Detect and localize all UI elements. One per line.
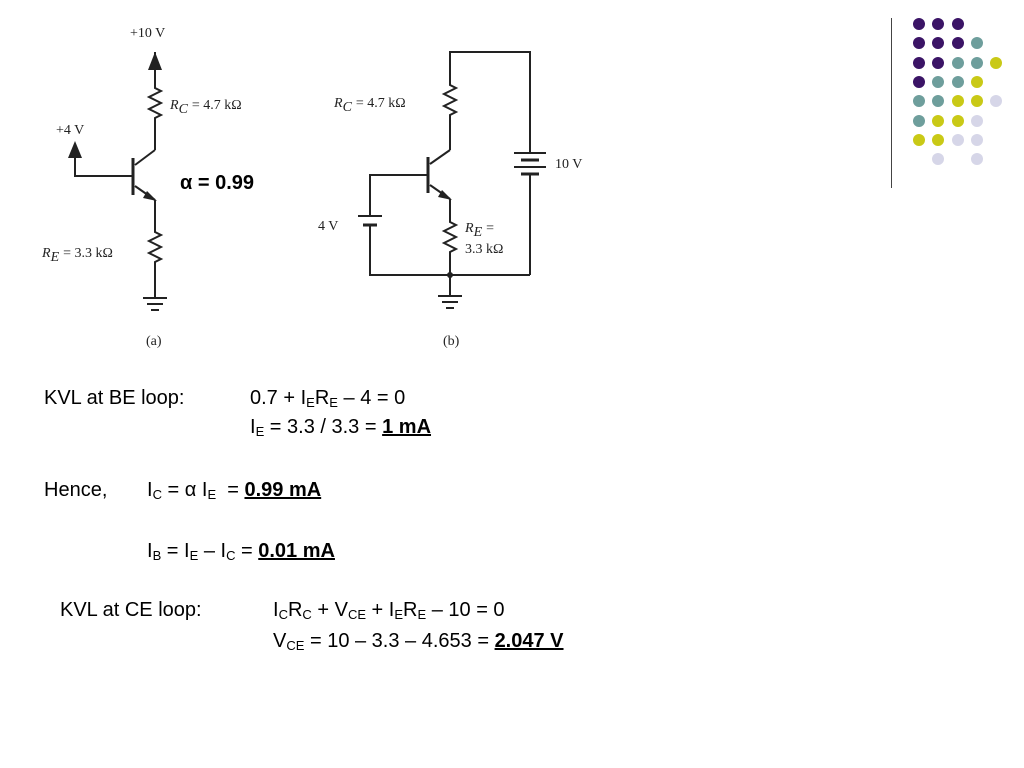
battery-be-label: 4 V <box>318 219 338 234</box>
equation-kvl-be: 0.7 + IERE – 4 = 0 <box>250 387 406 410</box>
decor-dot <box>932 153 945 166</box>
hence-label: Hence, <box>44 479 108 501</box>
result-vce: 2.047 V <box>494 630 564 652</box>
decor-dot <box>970 133 983 146</box>
decor-dot <box>913 95 925 108</box>
decor-dot <box>970 153 983 166</box>
decor-dot <box>951 37 964 50</box>
equation-kvl-ce: ICRC + VCE + IERE – 10 = 0 <box>273 599 505 622</box>
result-ie: 1 mA <box>382 416 432 438</box>
decor-dot <box>970 95 983 108</box>
decor-dot <box>951 75 964 88</box>
re-resistor-a <box>146 200 164 294</box>
decor-dot <box>913 56 925 69</box>
rc-label-b: RC= 4.7 kΩ <box>333 96 406 115</box>
decor-dot <box>932 75 945 88</box>
kvl-ce-label: KVL at CE loop: <box>60 599 202 621</box>
re-label-a: RE= 3.3 kΩ <box>41 246 113 265</box>
battery-ce-label: 10 V <box>555 157 582 172</box>
rc-resistor-a <box>146 85 164 150</box>
decor-dot <box>951 95 964 108</box>
emitter-arrow-b <box>438 190 452 200</box>
equation-ib: IB = IE – IC = 0.01 mA <box>147 540 335 563</box>
supply-label-a: +10 V <box>130 26 165 41</box>
decor-dot <box>970 37 983 50</box>
decor-dot <box>913 114 925 127</box>
rc-resistor-b <box>441 82 459 150</box>
re-resistor-b <box>441 199 459 275</box>
equation-vce: VCE = 10 – 3.3 – 4.653 = 2.047 V <box>273 630 564 653</box>
caption-b: (b) <box>443 334 460 349</box>
result-ic: 0.99 mA <box>244 479 322 501</box>
junction-dot <box>447 272 453 278</box>
re-value-b: 3.3 kΩ <box>465 242 503 257</box>
kvl-be-label: KVL at BE loop: <box>44 387 185 409</box>
result-ib: 0.01 mA <box>258 540 335 562</box>
emitter-arrow-a <box>143 191 157 201</box>
base-voltage-label-a: +4 V <box>56 123 84 138</box>
caption-a: (a) <box>146 334 162 349</box>
decor-dot <box>932 95 945 108</box>
circuit-diagrams: +10 V RC= 4.7 kΩ +4 V RE= 3.3 kΩ (a) <box>41 26 582 349</box>
decor-dot <box>951 114 964 127</box>
equation-ic: IC = α IE = 0.99 mA <box>147 479 322 502</box>
decor-dot <box>951 56 964 69</box>
decor-divider <box>891 18 892 188</box>
decor-dot <box>951 133 964 146</box>
decor-dot <box>932 37 945 50</box>
decor-dot <box>970 56 983 69</box>
alpha-value: α = 0.99 <box>180 172 255 194</box>
rc-label-a: RC= 4.7 kΩ <box>169 98 242 117</box>
decor-dot <box>913 18 925 30</box>
decor-dot <box>913 133 925 146</box>
decor-dot <box>990 95 1003 108</box>
decor-dot <box>990 56 1003 69</box>
circuit-a <box>68 52 167 311</box>
decor-dot <box>932 56 945 69</box>
equation-ie: IE = 3.3 / 3.3 = 1 mA <box>250 416 432 439</box>
decor-dot <box>932 133 945 146</box>
decor-dot <box>913 37 925 50</box>
decor-dot <box>970 75 983 88</box>
decor-dot <box>932 114 945 127</box>
circuit-b <box>358 51 546 309</box>
supply-arrowhead <box>148 52 162 70</box>
re-label-b: RE= <box>464 221 494 240</box>
decor-dot <box>970 114 983 127</box>
decor-dot <box>932 18 945 30</box>
decor-dot <box>913 75 925 88</box>
base-arrowhead <box>68 141 82 158</box>
decor-dot <box>951 18 964 30</box>
